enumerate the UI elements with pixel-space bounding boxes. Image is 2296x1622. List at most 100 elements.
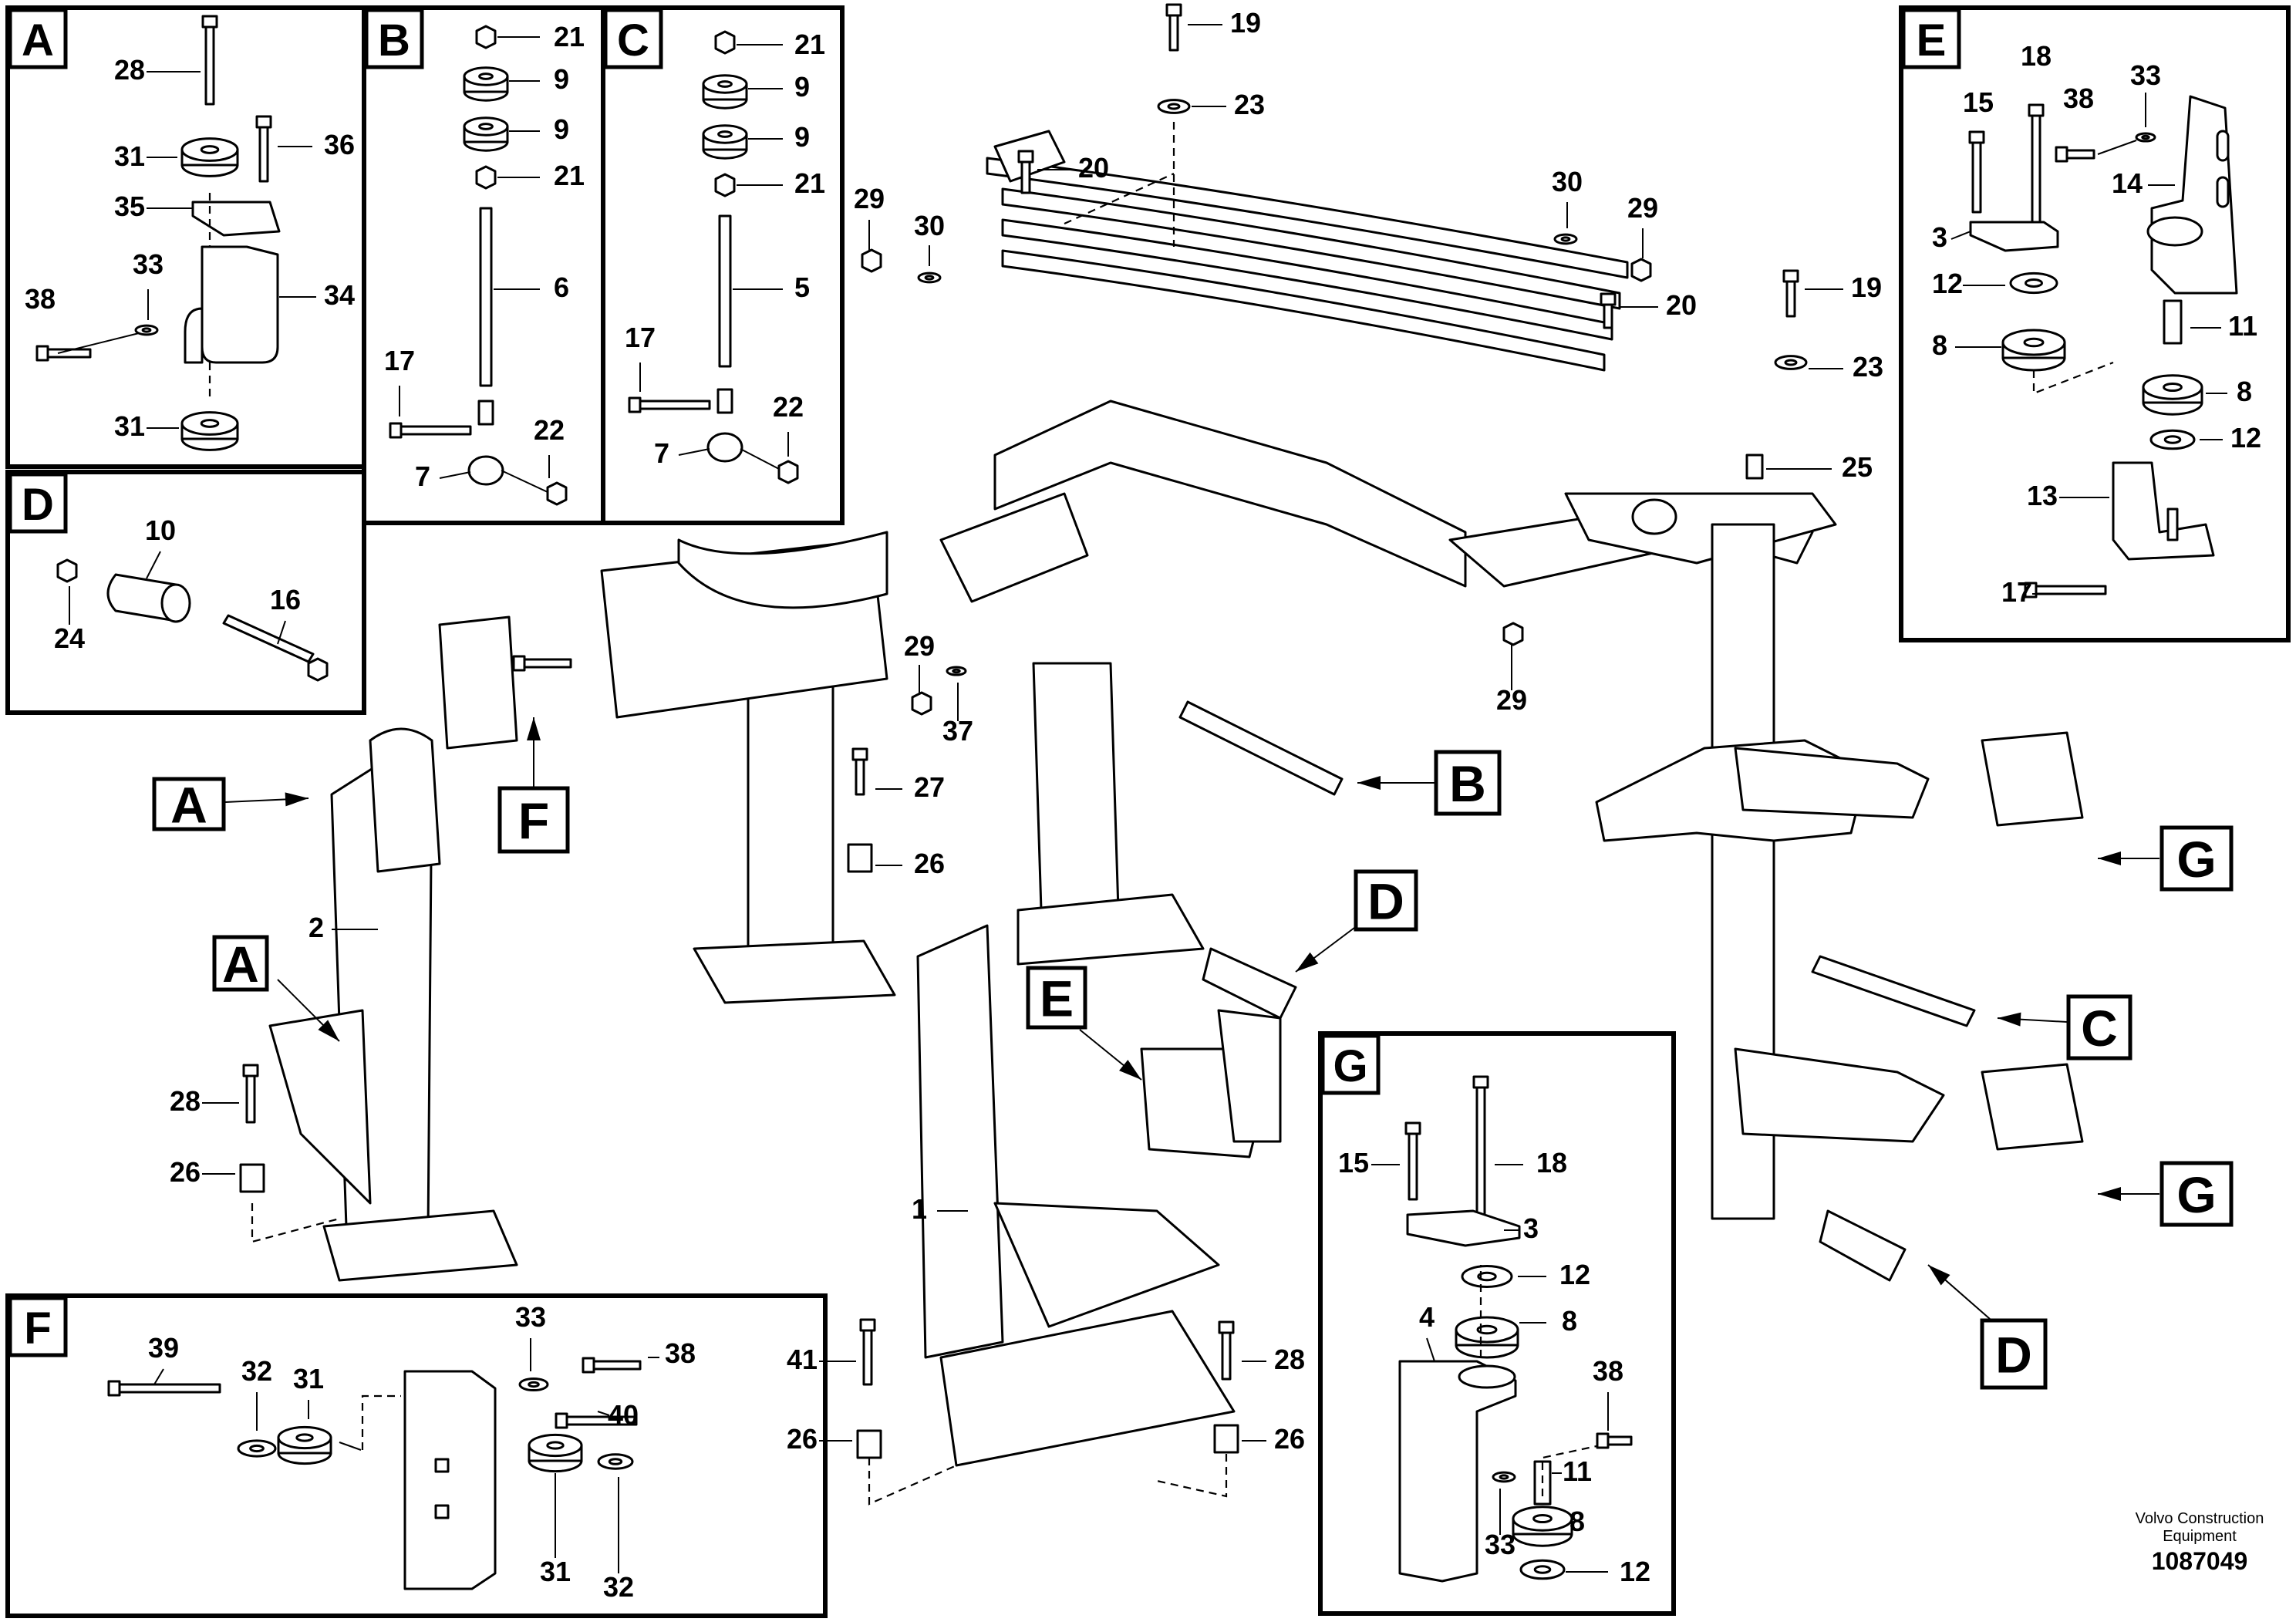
part-number-label: 36 bbox=[324, 129, 355, 160]
upright-1-base bbox=[939, 1310, 1236, 1467]
mount-plate-3 bbox=[1969, 221, 2059, 252]
part-number-label: 29 bbox=[854, 183, 885, 214]
part-number-label: 9 bbox=[794, 71, 810, 103]
part-number-label: 11 bbox=[2228, 310, 2257, 342]
part-number-label: 38 bbox=[2063, 83, 2094, 114]
part-number-label: 29 bbox=[1627, 192, 1658, 224]
footer-drawing-number: 1087049 bbox=[2152, 1547, 2248, 1575]
guide bbox=[361, 1394, 401, 1450]
frame-bore bbox=[1631, 498, 1677, 535]
part-number-label: 21 bbox=[554, 21, 585, 52]
leaf-spring-top bbox=[986, 157, 1629, 279]
rubber-mount-hole bbox=[1476, 1324, 1498, 1335]
part-number-label: 31 bbox=[540, 1556, 571, 1587]
rod-end-sleeve bbox=[477, 400, 494, 426]
part-number-label: 26 bbox=[914, 848, 945, 879]
bolt-head bbox=[851, 747, 868, 761]
detail-panel-frame bbox=[1899, 5, 2291, 642]
bolt-17-shank bbox=[639, 400, 711, 410]
part-number-label: 9 bbox=[554, 113, 569, 145]
bolt-head bbox=[1600, 292, 1617, 306]
part-number-label: 28 bbox=[170, 1085, 201, 1117]
part-number-label: 4 bbox=[1419, 1301, 1435, 1333]
detail-panel-letter-box bbox=[1320, 1034, 1381, 1095]
spacer-26c bbox=[856, 1429, 882, 1459]
rubber-mount-hole bbox=[478, 123, 494, 130]
bolt-28-shank bbox=[204, 25, 215, 106]
part-number-label: 18 bbox=[1536, 1147, 1567, 1179]
stand-base bbox=[693, 939, 896, 1004]
bolt-18-shank bbox=[1475, 1086, 1486, 1216]
mount-assembly-G2 bbox=[1981, 1063, 2084, 1151]
section-tag-arrowhead bbox=[1998, 1012, 2021, 1027]
part-number-label: 3 bbox=[1523, 1212, 1539, 1244]
callout-leader bbox=[1426, 1337, 1435, 1362]
bolt-head bbox=[1968, 130, 1985, 144]
section-tag-box bbox=[1434, 750, 1502, 816]
bolt-head bbox=[1165, 3, 1182, 17]
bolt-27-shank bbox=[855, 758, 865, 796]
section-tag-arrowhead bbox=[285, 792, 308, 807]
bolt-20b-shank bbox=[1603, 303, 1613, 329]
washer-hole bbox=[249, 1444, 265, 1453]
mount-plate bbox=[403, 1370, 497, 1590]
detail-panel-frame bbox=[601, 5, 845, 525]
section-tag-letter: D bbox=[1995, 1327, 2032, 1384]
section-tag-box bbox=[1980, 1318, 2048, 1390]
part-number-label: 39 bbox=[148, 1332, 179, 1364]
part-number-label: 12 bbox=[1620, 1556, 1650, 1587]
rubber-mount-hole bbox=[717, 130, 733, 138]
callout-leader bbox=[597, 1411, 610, 1416]
bolt-head bbox=[242, 1064, 259, 1077]
detail-panel-letter: A bbox=[22, 15, 54, 66]
part-number-label: 12 bbox=[1932, 268, 1963, 299]
plate-square-hole bbox=[434, 1458, 450, 1473]
plate-square-hole bbox=[434, 1504, 450, 1519]
bolt-head bbox=[859, 1318, 876, 1332]
bolt-head bbox=[628, 396, 642, 413]
part-number-label: 29 bbox=[1496, 684, 1527, 716]
callout-leader bbox=[146, 551, 161, 579]
upright-1 bbox=[916, 924, 1004, 1359]
bracket-34-ear bbox=[184, 307, 204, 364]
part-number-label: 28 bbox=[1274, 1344, 1305, 1375]
part-number-label: 10 bbox=[145, 514, 176, 546]
bolt-15-shank bbox=[1408, 1132, 1418, 1201]
section-tag-box bbox=[2159, 1161, 2234, 1227]
bracket-slot bbox=[2216, 176, 2230, 208]
bolt-18-shank bbox=[2031, 114, 2041, 233]
spacer-26b bbox=[239, 1163, 265, 1193]
part-number-label: 33 bbox=[133, 248, 164, 280]
bracket-bore bbox=[1458, 1364, 1516, 1389]
rubber-mount-hole bbox=[717, 80, 733, 88]
detail-panel-letter-box bbox=[364, 8, 424, 69]
part-number-label: 22 bbox=[773, 391, 804, 423]
part-number-label: 21 bbox=[794, 29, 825, 60]
rubber-mount-hole bbox=[2023, 337, 2045, 348]
part-number-label: 23 bbox=[1853, 351, 1883, 383]
part-number-label: 7 bbox=[654, 437, 669, 469]
upright-2-gusset bbox=[268, 1009, 372, 1205]
sleeve-11 bbox=[2163, 299, 2183, 345]
section-tag-arrowhead bbox=[1119, 1060, 1141, 1080]
rubber-mount-hole bbox=[2163, 382, 2183, 393]
bolt-19b-shank bbox=[1785, 280, 1796, 318]
section-tag-letter: A bbox=[170, 777, 207, 834]
bolt-head bbox=[1782, 269, 1799, 283]
guide bbox=[1479, 1265, 1597, 1496]
part-number-label: 30 bbox=[1552, 166, 1583, 197]
section-tag-box bbox=[2066, 994, 2132, 1061]
bolt-17-shank bbox=[400, 425, 472, 436]
part-number-label: 41 bbox=[787, 1344, 818, 1375]
mount-plate-3 bbox=[1406, 1209, 1521, 1247]
part-number-label: 7 bbox=[415, 460, 430, 492]
frame-cross-member bbox=[993, 400, 1467, 588]
footer-company-line1: Volvo Construction bbox=[2136, 1510, 2264, 1527]
part-number-label: 17 bbox=[384, 345, 415, 376]
detail-panel-frame bbox=[5, 470, 366, 715]
pin-25 bbox=[1745, 454, 1764, 480]
bolt-head bbox=[582, 1357, 595, 1374]
guide bbox=[2032, 361, 2114, 395]
bushing-D2 bbox=[1819, 1209, 1907, 1282]
